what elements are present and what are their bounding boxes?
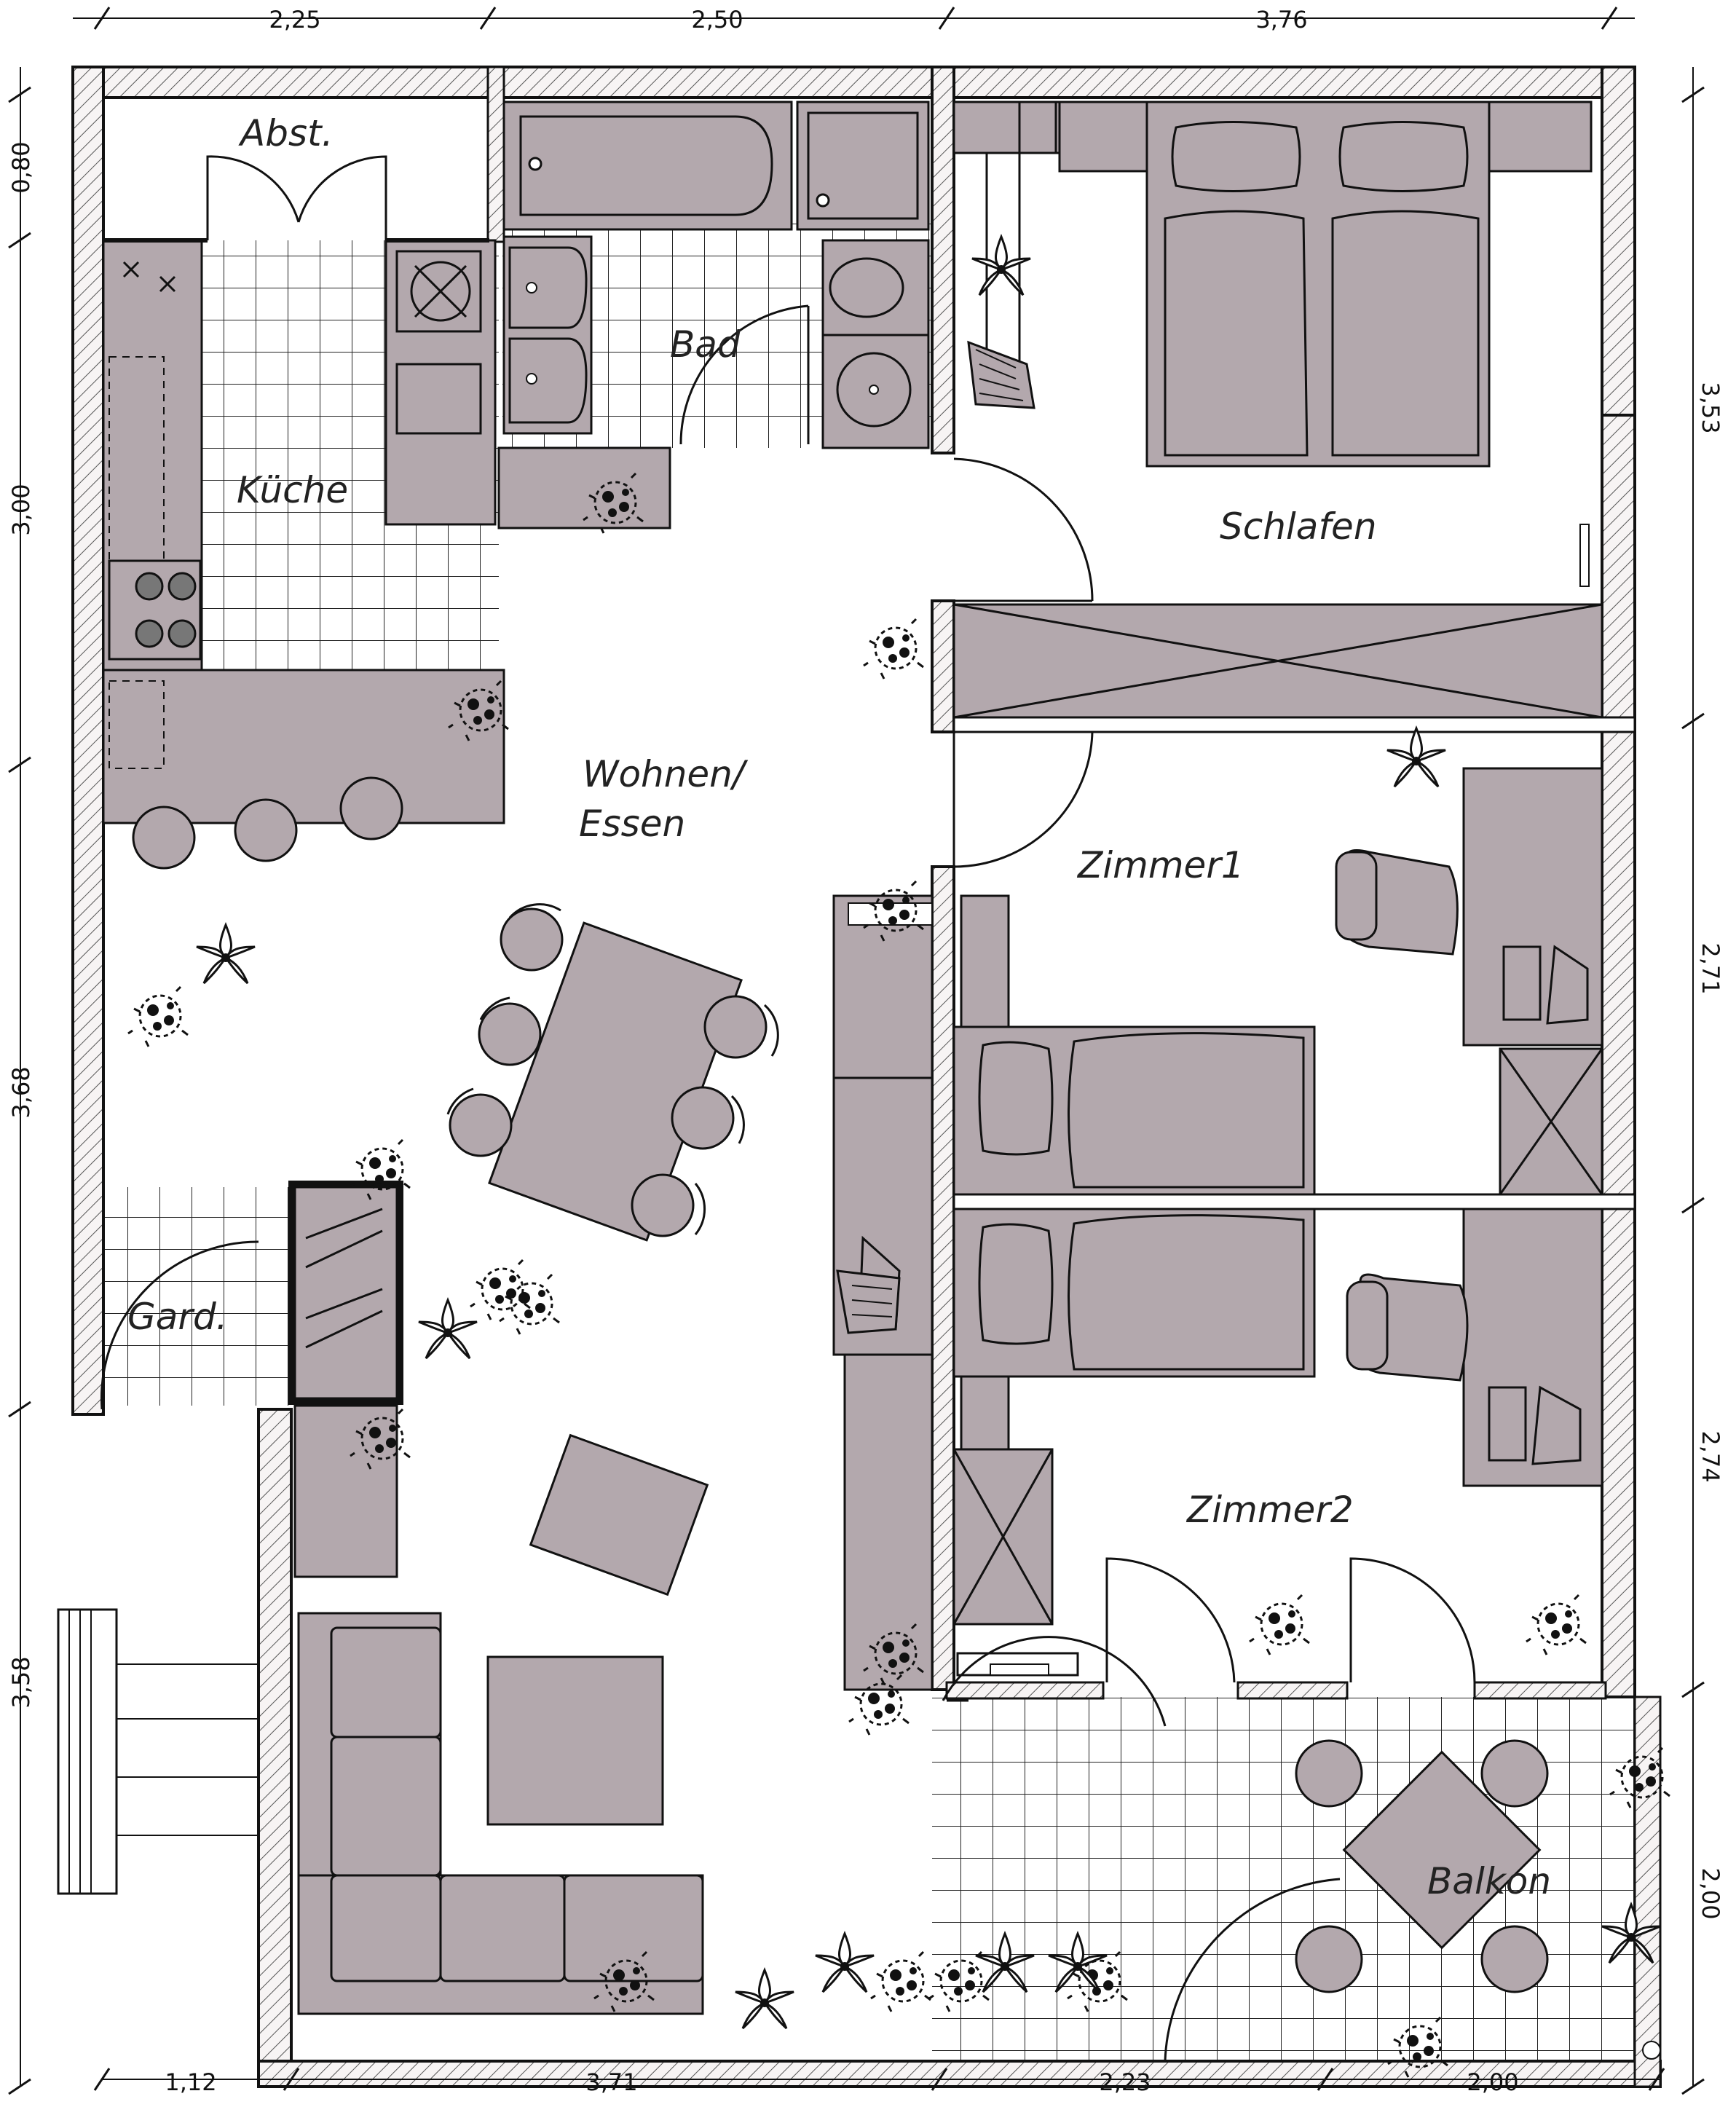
dim-left-2: 3,00 (7, 484, 35, 535)
zimmer2-desk (1462, 1208, 1603, 1487)
dim-left-3: 3,68 (7, 1066, 35, 1118)
zimmer1-desk (1462, 767, 1603, 1047)
hall-cabinet (293, 1404, 398, 1578)
room-label-balkon: Balkon (1427, 1860, 1551, 1902)
garderobe-cabinet (293, 1186, 398, 1400)
bath-door (679, 304, 809, 445)
zimmer2-bed (952, 1208, 1316, 1378)
dimension-lines (8, 7, 1705, 2095)
bathtub (502, 101, 793, 231)
balcony-table (1342, 1750, 1542, 1950)
shower (796, 101, 930, 231)
dim-right-3: 2,74 (1697, 1430, 1724, 1482)
zimmer1-bed (952, 1025, 1316, 1196)
room-label-wohnen: Wohnen/ (583, 753, 749, 795)
zimmer2-balcony-door-right (1349, 1557, 1476, 1683)
zimmer2-chair (1346, 1273, 1469, 1382)
dim-bottom-3: 2,23 (1099, 2068, 1151, 2096)
bar-stool (234, 798, 298, 862)
sofa (297, 1612, 704, 2015)
room-label-kueche: Küche (237, 469, 348, 511)
bath-basin (821, 334, 930, 449)
room-label-abst: Abst. (238, 112, 334, 154)
exterior-steps (57, 1608, 259, 1895)
walls (71, 66, 1662, 2088)
bath-cabinet (497, 446, 671, 529)
dim-top-1: 2,25 (269, 6, 320, 34)
zimmer1-wardrobe (1499, 1047, 1603, 1196)
toilet (821, 239, 930, 336)
room-label-zimmer1: Zimmer1 (1076, 844, 1244, 886)
bath-sinks (502, 235, 593, 435)
double-bed (1145, 101, 1491, 468)
dim-bottom-4: 2,00 (1467, 2068, 1518, 2096)
zimmer1-chair (1335, 849, 1459, 956)
bedroom-wardrobe (952, 603, 1603, 719)
kitchen-right-counter (384, 239, 497, 526)
zimmer2-balcony-door-left (1105, 1557, 1236, 1683)
bedroom-shelf (952, 101, 1021, 154)
dim-top-2: 2,50 (691, 6, 743, 34)
bar-stool (132, 806, 196, 870)
balcony-chairs (1295, 1739, 1549, 1993)
dim-top-3: 3,76 (1255, 6, 1307, 34)
kitchen-counter (102, 239, 505, 824)
zimmer1-shelf (960, 894, 1010, 1028)
wardrobe-tile-floor (102, 1187, 291, 1406)
armchair (529, 1433, 709, 1596)
dim-bottom-2: 3,71 (585, 2068, 637, 2096)
dim-right-4: 2,00 (1697, 1867, 1724, 1919)
zimmer2-shelf (960, 1375, 1010, 1451)
zimmer1-door (953, 731, 1094, 868)
dining-chairs (446, 903, 779, 1237)
zimmer2-wardrobe (952, 1448, 1054, 1626)
garderobe-door (100, 1240, 259, 1410)
dim-left-1: 0,80 (7, 141, 35, 193)
coffee-table (486, 1655, 664, 1826)
room-label-schlafen: Schlafen (1220, 505, 1377, 548)
planters (836, 340, 1035, 1334)
room-label-zimmer2: Zimmer2 (1185, 1489, 1354, 1531)
storage-door (103, 155, 489, 243)
bedroom-door (953, 457, 1094, 602)
room-label-essen: Essen (579, 803, 685, 845)
living-balcony-door (942, 1636, 1167, 1727)
dim-right-1: 3,53 (1697, 382, 1724, 433)
bar-stool (339, 776, 403, 840)
dim-bottom-1: 1,12 (165, 2068, 216, 2096)
room-label-bad: Bad (670, 323, 741, 366)
dim-right-2: 2,71 (1697, 942, 1724, 994)
dim-left-4: 3,58 (7, 1656, 35, 1708)
room-label-gard: Gard. (127, 1296, 228, 1338)
